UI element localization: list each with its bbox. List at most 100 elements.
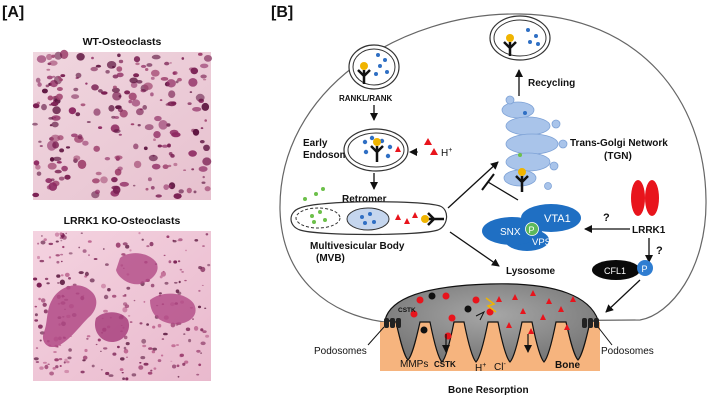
stain-spot [111, 185, 119, 190]
stain-spot [40, 298, 46, 303]
stain-spot [55, 365, 59, 369]
stain-spot [41, 235, 43, 237]
bone-resorption-label: Bone Resorption [448, 385, 529, 396]
stain-spot [36, 101, 41, 105]
multivesicular-body [290, 201, 448, 236]
stain-spot [176, 364, 180, 368]
stain-spot [189, 91, 193, 93]
stain-spot [38, 324, 43, 329]
tgn-label-1: Trans-Golgi Network [570, 138, 668, 149]
stain-spot [95, 189, 100, 195]
stain-spot [160, 354, 164, 357]
mvb-label-2: (MVB) [316, 253, 345, 264]
podosome-left [384, 318, 401, 328]
phospho-label-cfl1: P [642, 264, 648, 274]
stain-spot [200, 266, 206, 273]
early-endosome [343, 128, 409, 172]
stain-spot [112, 85, 117, 89]
stain-spot [73, 87, 79, 92]
stain-spot [42, 302, 47, 307]
tgn-cargo-green [518, 153, 522, 157]
stain-spot [184, 360, 189, 364]
stain-spot [200, 74, 207, 79]
stain-spot [46, 68, 51, 71]
stain-spot [119, 368, 124, 372]
stain-spot [37, 242, 40, 245]
stain-spot [47, 95, 54, 101]
stain-spot [77, 159, 87, 169]
retromer-cargo-3 [303, 197, 307, 201]
stain-spot [152, 347, 157, 351]
tgn-label-2: (TGN) [604, 151, 632, 162]
stain-spot [89, 278, 95, 283]
stain-spot [51, 54, 55, 58]
stain-spot [172, 364, 177, 369]
stain-spot [141, 238, 144, 241]
stain-spot [85, 82, 88, 85]
stain-spot [107, 288, 111, 292]
stain-spot [178, 189, 184, 194]
stain-spot [125, 342, 130, 346]
stain-spot [143, 300, 146, 303]
stain-spot [153, 138, 156, 141]
stain-spot [100, 350, 102, 352]
stain-spot [202, 330, 207, 333]
stain-spot [183, 169, 187, 171]
stain-spot [46, 75, 53, 80]
ko-caption: LRRK1 KO-Osteoclasts [64, 215, 181, 227]
stain-spot [82, 249, 87, 253]
stain-spot [49, 157, 55, 162]
question-retromer: ? [603, 212, 610, 224]
stain-spot [185, 249, 187, 252]
stain-spot [68, 252, 73, 255]
stain-spot [44, 277, 49, 281]
wt-caption: WT-Osteoclasts [83, 36, 162, 48]
stain-spot [155, 194, 162, 198]
mmps-label: MMPs [400, 359, 428, 370]
stain-spot [123, 335, 128, 340]
stain-spot [50, 101, 59, 107]
panel-b-tag: [B] [271, 4, 293, 21]
stain-spot [188, 150, 197, 157]
vta1-label: VTA1 [544, 213, 571, 225]
stain-spot [121, 253, 126, 256]
stain-spot [47, 363, 50, 365]
stain-spot [45, 178, 52, 184]
stain-spot [59, 148, 65, 153]
stain-spot [129, 321, 133, 323]
stain-spot [64, 174, 71, 180]
stain-spot [145, 68, 149, 71]
stain-spot [72, 283, 77, 286]
stain-spot [33, 160, 40, 166]
stain-spot [168, 152, 173, 156]
stain-spot [44, 364, 49, 370]
stain-spot [167, 101, 177, 107]
stain-spot [142, 105, 147, 110]
question-cfl1: ? [656, 245, 663, 257]
stain-spot [65, 232, 67, 235]
stain-spot [164, 61, 170, 66]
mvb-label-1: Multivesicular Body [310, 241, 405, 252]
stain-spot [37, 82, 42, 87]
stain-spot [48, 117, 54, 120]
stain-spot [34, 305, 38, 308]
stain-spot [105, 263, 109, 266]
stain-spot [157, 359, 162, 363]
stain-spot [185, 327, 191, 332]
stain-spot [117, 345, 120, 349]
panel-a-tag: [A] [2, 4, 24, 21]
stain-spot [133, 160, 142, 169]
stain-spot [166, 235, 170, 238]
stain-spot [122, 242, 128, 246]
stain-spot [173, 162, 178, 167]
stain-spot [86, 121, 91, 123]
stain-spot [56, 274, 61, 278]
stain-spot [59, 78, 63, 81]
ko-osteoclast-3 [150, 293, 196, 324]
stain-spot [32, 192, 40, 198]
stain-spot [158, 292, 162, 295]
stain-spot [191, 168, 195, 171]
stain-spot [39, 366, 44, 370]
stain-spot [35, 361, 40, 363]
